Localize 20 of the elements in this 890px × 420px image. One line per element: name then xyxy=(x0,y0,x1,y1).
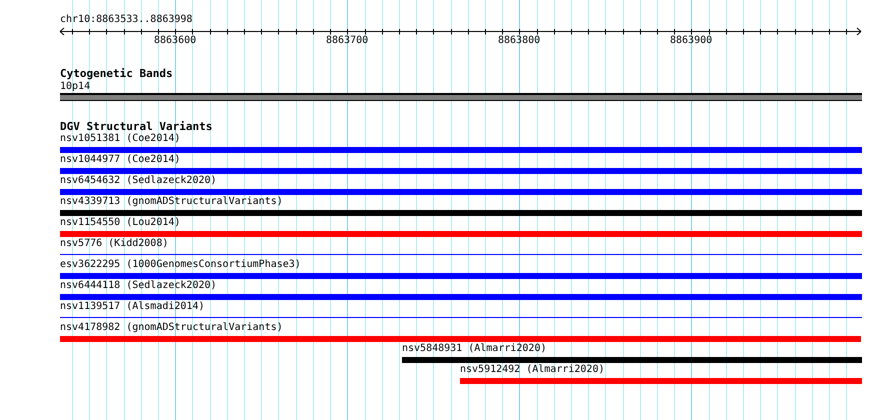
feature-label: nsv1044977 (Coe2014) xyxy=(60,154,180,166)
feature-label: nsv1051381 (Coe2014) xyxy=(60,133,180,145)
tick-label: 8863900 xyxy=(670,35,712,47)
track-title: Cytogenetic Bands xyxy=(60,67,173,80)
feature-label: nsv5776 (Kidd2008) xyxy=(60,238,168,250)
feature-label: nsv6454632 (Sedlazeck2020) xyxy=(60,175,217,187)
feature-label: nsv4178982 (gnomADStructuralVariants) xyxy=(60,322,283,334)
locus-label: chr10:8863533..8863998 xyxy=(60,14,192,26)
tick-label: 8863800 xyxy=(498,35,540,47)
feature-label: nsv6444118 (Sedlazeck2020) xyxy=(60,280,217,292)
feature-label: nsv1139517 (Alsmadi2014) xyxy=(60,301,204,313)
feature-label: nsv5912492 (Almarri2020) xyxy=(460,364,604,376)
track-title: DGV Structural Variants xyxy=(60,120,212,133)
tick-label: 8863600 xyxy=(154,35,196,47)
feature-label: nsv1154550 (Lou2014) xyxy=(60,217,180,229)
feature-label: nsv4339713 (gnomADStructuralVariants) xyxy=(60,196,283,208)
feature-label: nsv5848931 (Almarri2020) xyxy=(402,343,546,355)
feature-label: esv3622295 (1000GenomesConsortiumPhase3) xyxy=(60,259,301,271)
band-label: 10p14 xyxy=(60,81,90,93)
tick-label: 8863700 xyxy=(326,35,368,47)
